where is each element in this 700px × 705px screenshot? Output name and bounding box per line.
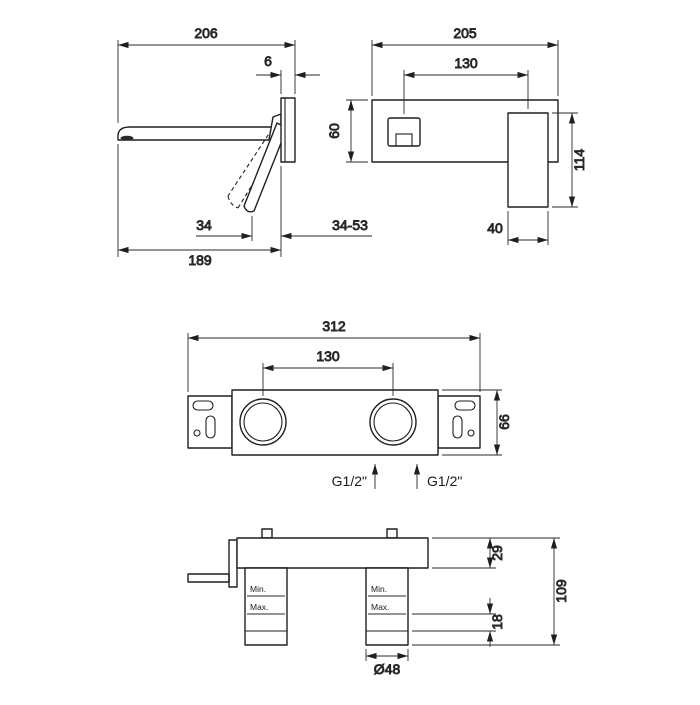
wall-plate — [280, 97, 296, 163]
handle-lever — [243, 122, 288, 213]
dim-206: 206 — [117, 25, 296, 123]
bracket-right-holes — [452, 400, 476, 439]
min-right-label: Min. — [371, 584, 387, 594]
min-max-left: Min. Max. — [245, 584, 287, 632]
inlet-circle-left — [239, 398, 287, 446]
aerator — [120, 135, 134, 141]
dim-diameter-48: Ø48 — [365, 649, 409, 677]
dim-130-front: 130 — [403, 55, 529, 114]
inlet-left-label: G1/2" — [332, 473, 367, 489]
dim-40: 40 — [487, 211, 549, 245]
front-view: 205 130 60 114 40 — [326, 25, 587, 245]
bracket-left-holes — [192, 400, 216, 439]
supply-cylinder-left — [244, 567, 288, 646]
dim-6-label: 6 — [264, 53, 272, 69]
dim-18-label: 18 — [489, 614, 505, 630]
dim-114: 114 — [552, 112, 587, 208]
max-left-label: Max. — [250, 602, 268, 612]
dim-109: 109 — [412, 538, 569, 646]
supply-cylinder-right — [365, 567, 409, 646]
dim-205-label: 205 — [453, 25, 477, 41]
dim-34-and-range: 34 34-53 — [196, 166, 372, 257]
max-right-label: Max. — [371, 602, 389, 612]
dim-40-label: 40 — [487, 220, 503, 236]
dim-130-front-label: 130 — [454, 55, 478, 71]
handle-front-detail — [395, 133, 413, 147]
mounting-plate-view: 312 130 66 G1/2" G1/2" — [187, 318, 512, 489]
dim-60-label: 60 — [326, 123, 342, 139]
side-view: 206 6 34 34-53 189 — [117, 25, 372, 268]
dim-312-label: 312 — [322, 318, 346, 334]
dim-66: 66 — [442, 389, 512, 456]
dim-312: 312 — [187, 318, 481, 392]
dim-6: 6 — [256, 53, 320, 94]
dim-130-plate: 130 — [262, 348, 394, 396]
dim-66-label: 66 — [496, 414, 512, 430]
dim-34-label: 34 — [196, 217, 212, 233]
dim-60: 60 — [326, 99, 368, 163]
installation-view: Min. Max. Min. Max. 29 109 — [187, 528, 569, 677]
spout — [117, 126, 281, 141]
dim-205: 205 — [371, 25, 559, 96]
dim-diameter-label: Ø48 — [374, 661, 401, 677]
inlet-right-label: G1/2" — [427, 473, 462, 489]
dim-189: 189 — [117, 144, 281, 268]
min-left-label: Min. — [250, 584, 266, 594]
dim-18: 18 — [412, 598, 505, 647]
spout-front — [507, 112, 549, 208]
dim-130-plate-label: 130 — [316, 348, 340, 364]
dim-34-53-label: 34-53 — [332, 217, 368, 233]
inlet-annotations: G1/2" G1/2" — [332, 464, 462, 489]
dim-189-label: 189 — [188, 252, 212, 268]
min-max-right: Min. Max. — [366, 584, 408, 632]
dim-109-label: 109 — [553, 579, 569, 603]
dim-206-label: 206 — [194, 25, 218, 41]
body-side — [236, 537, 429, 569]
inlet-circle-right — [369, 398, 417, 446]
mixer-body-front — [371, 99, 559, 163]
dim-29-label: 29 — [489, 545, 505, 561]
dim-29: 29 — [432, 537, 560, 569]
dim-114-label: 114 — [571, 149, 587, 172]
